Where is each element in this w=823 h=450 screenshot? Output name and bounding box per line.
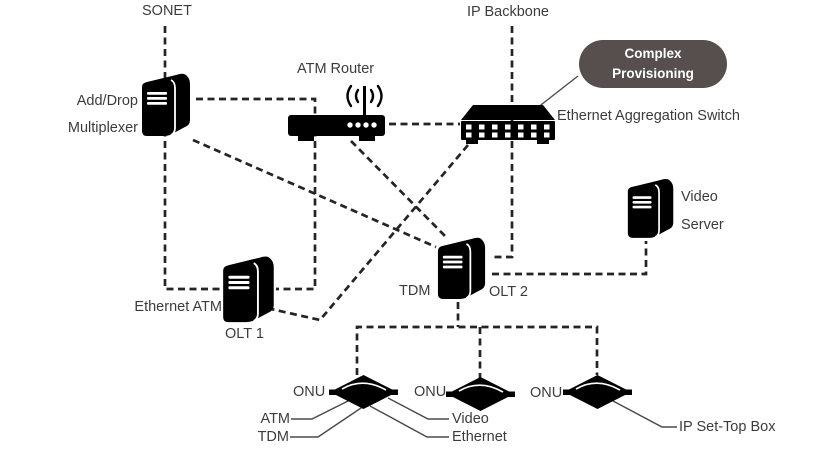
label-sonet: SONET (142, 3, 192, 19)
label-video-server: Video Server (681, 183, 724, 239)
label-video-server-line1: Video (681, 189, 718, 205)
label-tdm-olt2: TDM (399, 283, 431, 299)
label-video-server-line2: Server (681, 217, 724, 233)
connector-olt2-videoserver (492, 241, 648, 276)
label-olt2: OLT 2 (489, 284, 528, 300)
connector-sonet-to-olt1 (163, 26, 220, 291)
callout-complex-provisioning: Complex Provisioning (579, 40, 727, 88)
onu-diamond-icon-1 (329, 374, 398, 411)
callout-line-tdm (290, 405, 365, 438)
label-ethernet-atm: Ethernet ATM (134, 299, 222, 315)
connector-adm-olt2-diagonal (192, 138, 437, 249)
label-add-drop-line2: Multiplexer (67, 120, 138, 136)
server-icon-add-drop-multiplexer (139, 73, 195, 139)
callout-line-video (387, 397, 449, 420)
label-service-video: Video (452, 411, 489, 427)
callout-complex-line2: Provisioning (612, 66, 694, 82)
connector-ipbackbone-switch-olt2 (490, 26, 514, 259)
callout-complex-line1: Complex (624, 45, 682, 61)
callout-line-complex-provisioning (536, 75, 579, 109)
label-onu2: ONU (414, 384, 447, 400)
label-service-tdm: TDM (257, 429, 289, 445)
callout-line-ip-set-top-box (612, 400, 677, 428)
label-olt1: OLT 1 (225, 326, 264, 342)
label-ip-set-top-box: IP Set-Top Box (679, 419, 776, 435)
label-add-drop-multiplexer: Add/Drop Multiplexer (50, 88, 138, 142)
onu-diamond-icon-2 (446, 376, 515, 413)
callout-line-atm (291, 399, 351, 420)
server-icon-video-server (625, 176, 678, 243)
label-add-drop-line1: Add/Drop (76, 93, 138, 109)
connector-onu-bus (355, 325, 599, 375)
callout-line-ethernet (369, 405, 449, 438)
server-icon-olt2 (435, 235, 490, 304)
aggregation-switch-icon (460, 104, 557, 144)
label-onu1: ONU (293, 384, 326, 400)
wireless-router-icon (286, 80, 388, 142)
onu-diamond-icon-3 (563, 374, 632, 411)
label-ip-backbone: IP Backbone (467, 4, 549, 20)
label-service-ethernet: Ethernet (452, 429, 507, 445)
label-onu3: ONU (530, 385, 563, 401)
connector-router-olt2-diagonal (350, 140, 448, 239)
label-atm-router: ATM Router (297, 61, 375, 77)
label-service-atm: ATM (260, 411, 290, 427)
label-ethernet-aggregation-switch: Ethernet Aggregation Switch (557, 108, 740, 124)
server-icon-olt1 (220, 255, 279, 326)
